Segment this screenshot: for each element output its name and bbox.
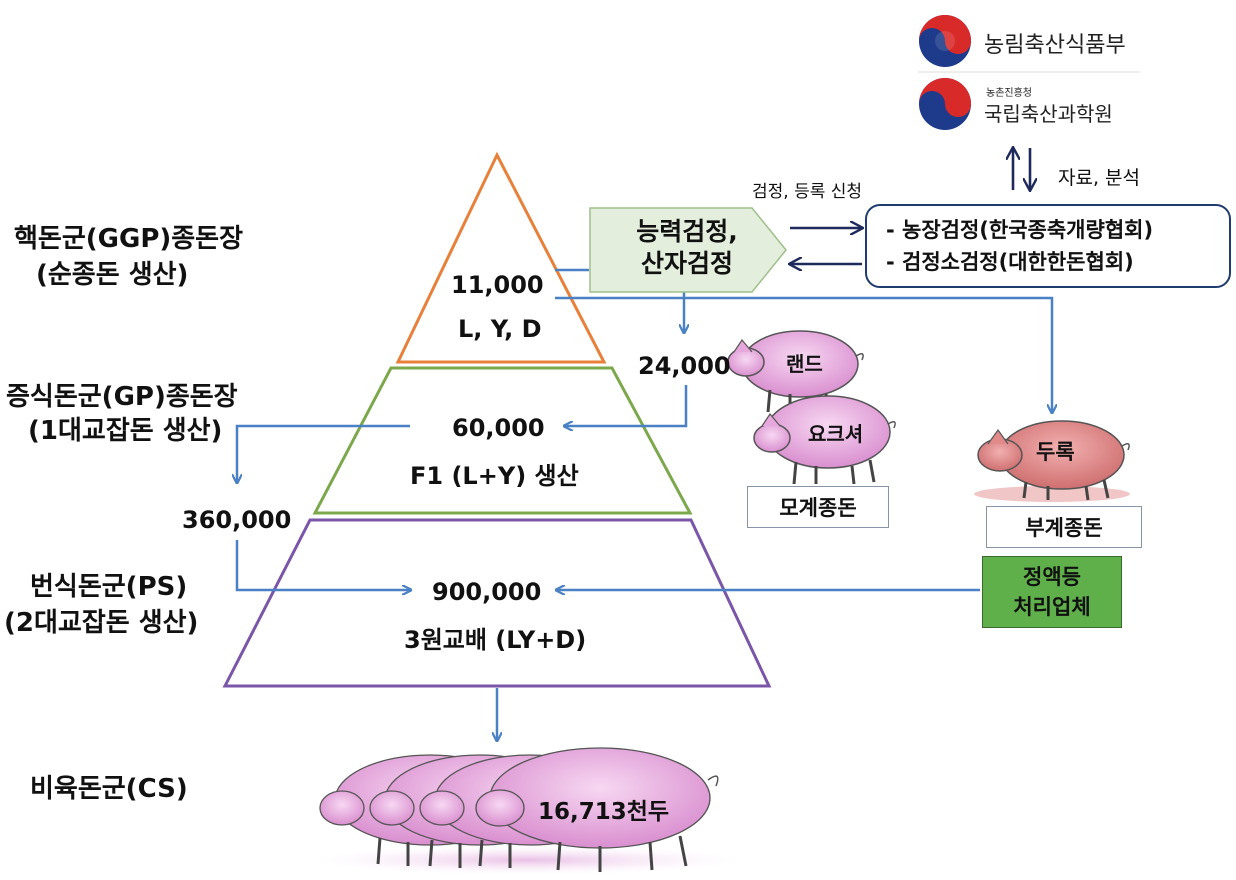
gp-product: F1 (L+Y) 생산: [410, 462, 579, 490]
yorkshire-label: 요크셔: [808, 422, 864, 446]
gp-count: 60,000: [452, 414, 545, 442]
test-box-shape: [589, 207, 787, 293]
test-box-line1: 능력검정,: [636, 217, 738, 246]
apply-registration-label: 검정, 등록 신청: [752, 182, 863, 202]
arrow-ggp-to-duroc: [555, 296, 1052, 412]
ggp-count: 11,000: [451, 271, 544, 299]
cs-label: 비육돈군(CS): [30, 774, 188, 804]
cs-count: 16,713천두: [538, 799, 670, 825]
tier-gp-trapezoid: [312, 366, 693, 515]
ps-count: 900,000: [432, 578, 542, 606]
data-analysis-label: 자료, 분석: [1058, 167, 1140, 189]
semen-line2: 처리업체: [1013, 595, 1091, 619]
ps-label-line2: (2대교잡돈 생산): [4, 608, 199, 638]
semen-line1: 정액등: [1023, 565, 1081, 589]
agency-station-test: - 검정소검정(대한한돈협회): [886, 250, 1134, 274]
flow-count-24000: 24,000: [638, 352, 731, 380]
test-box-text: 능력검정, 산자검정: [612, 216, 762, 280]
arrow-gp-to-360000: [237, 424, 410, 482]
ps-product: 3원교배 (LY+D): [404, 626, 587, 654]
ggp-label-line2: (순종돈 생산): [36, 260, 189, 290]
rda-logo-text: 농촌진흥청: [986, 88, 1032, 99]
test-box-line2: 산자검정: [640, 249, 733, 278]
agencies-text: - 농장검정(한국종축개량협회) - 검정소검정(대한한돈협회): [886, 214, 1153, 278]
institute-logo-text: 국립축산과학원: [984, 102, 1113, 126]
duroc-label: 두록: [1036, 440, 1075, 464]
agencies-box-shape: [865, 204, 1231, 288]
arrow-360000-to-ps: [235, 540, 410, 590]
gp-label-line1: 증식돈군(GP)종돈장: [6, 382, 238, 412]
ministry-emblem: [919, 15, 971, 67]
ministry-logo-text: 농림축산식품부: [984, 33, 1126, 58]
semen-processor-box: 정액등 처리업체: [982, 556, 1122, 628]
institute-emblem: [919, 78, 971, 130]
ggp-breeds: L, Y, D: [458, 315, 542, 343]
arrow-24000-to-gp: [565, 385, 688, 426]
finishing-pig-herd-illustration: [318, 747, 738, 874]
ggp-label-line1: 핵돈군(GGP)종돈장: [14, 224, 244, 254]
landrace-label: 랜드: [786, 352, 823, 376]
landrace-pig-illustration: [727, 330, 864, 414]
tier-ps-trapezoid: [222, 518, 772, 688]
sow-stock-box: 모계종돈: [747, 486, 889, 528]
flow-count-360000: 360,000: [182, 506, 292, 534]
yorkshire-pig-illustration: [753, 395, 896, 485]
boar-stock-box: 부계종돈: [986, 506, 1142, 548]
tier-ggp-triangle: [395, 151, 607, 364]
duroc-pig-illustration: [974, 420, 1130, 502]
agency-farm-test: - 농장검정(한국종축개량협회): [886, 218, 1154, 242]
ps-label-line1: 번식돈군(PS): [30, 572, 188, 602]
gp-label-line2: (1대교잡돈 생산): [28, 416, 223, 446]
